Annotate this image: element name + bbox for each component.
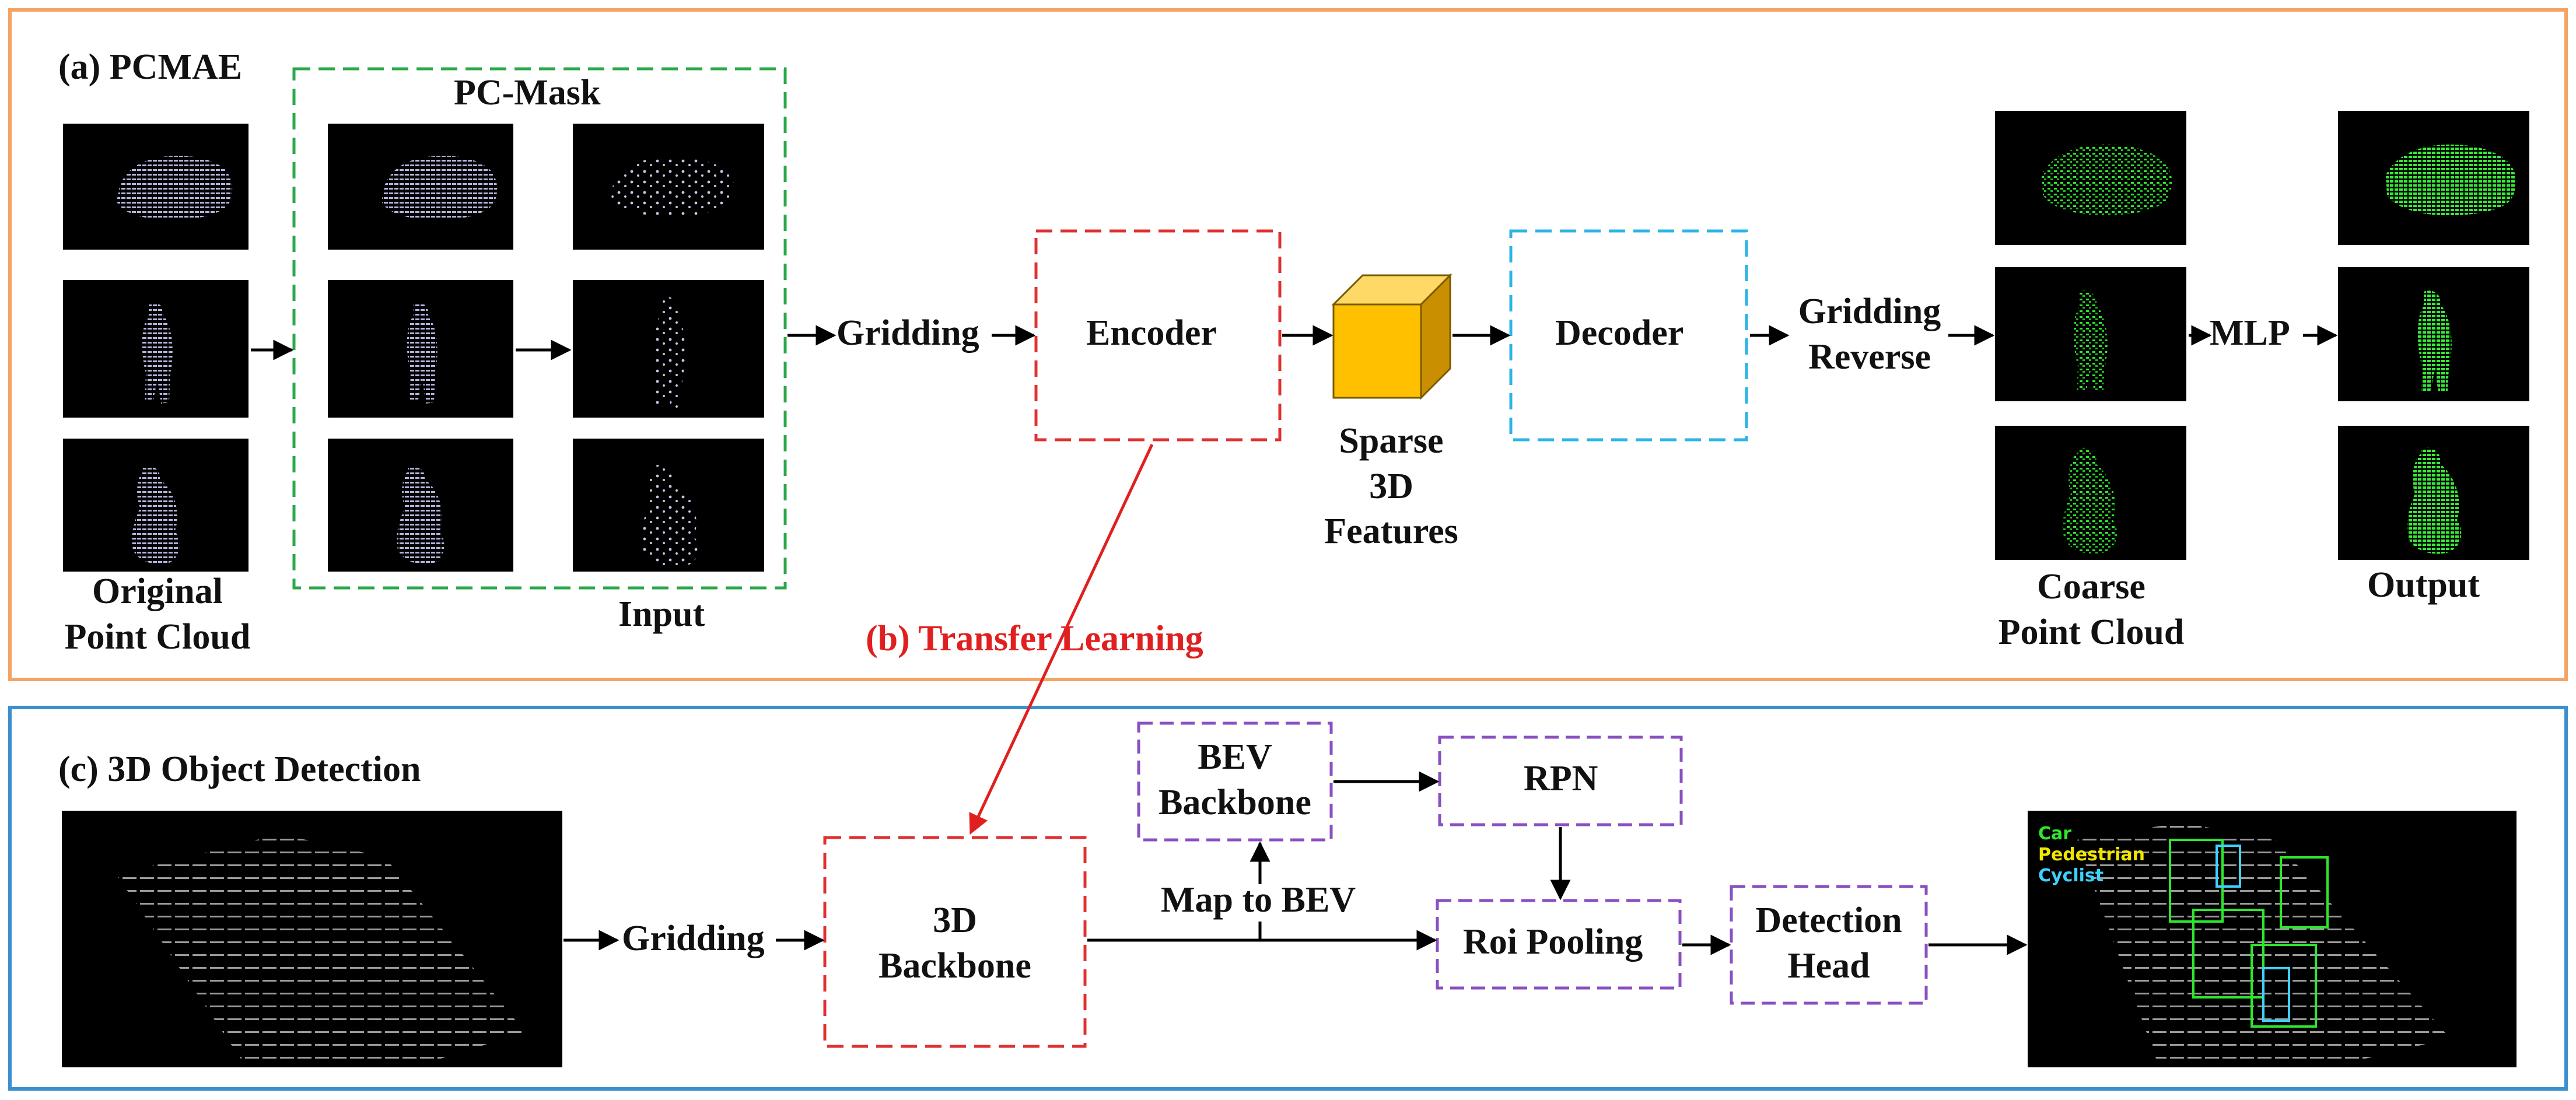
- output-caption: Output: [2367, 565, 2480, 605]
- gridding-reverse-label: Gridding Reverse: [1773, 289, 1966, 380]
- coarse-caption-line2: Point Cloud: [1998, 612, 2185, 652]
- gridding-label-c: Gridding: [622, 919, 765, 958]
- roi-pooling-box: [1436, 899, 1682, 990]
- original-caption: Original Point Cloud: [47, 569, 268, 660]
- encoder-box: [1034, 229, 1282, 442]
- gridding-label-a: Gridding: [836, 313, 979, 353]
- legend-pedestrian: Pedestrian: [2038, 845, 2146, 865]
- gridding-reverse-line1: Gridding: [1798, 292, 1941, 331]
- panel-c-title: (c) 3D Object Detection: [58, 749, 421, 789]
- backbone-3d-line2: Backbone: [878, 945, 1031, 986]
- bev-line1: BEV: [1198, 737, 1272, 777]
- original-caption-line1: Original: [92, 572, 223, 611]
- decoder-label: Decoder: [1555, 313, 1684, 353]
- bev-backbone-label: BEV Backbone: [1139, 735, 1331, 825]
- bev-line2: Backbone: [1158, 782, 1311, 822]
- map-to-bev-label: Map to BEV: [1161, 880, 1356, 920]
- transfer-learning-label: (b) Transfer Learning: [866, 619, 1203, 658]
- coarse-caption-line1: Coarse: [2037, 567, 2146, 607]
- sparse-line3: Features: [1324, 512, 1458, 551]
- panel-3d-object-detection: [8, 706, 2568, 1091]
- pc-mask-title: PC-Mask: [454, 73, 601, 113]
- coarse-caption: Coarse Point Cloud: [1978, 565, 2205, 655]
- input-caption: Input: [618, 594, 705, 634]
- mlp-label: MLP: [2210, 313, 2290, 353]
- panel-a-title: (a) PCMAE: [58, 47, 243, 87]
- backbone-3d-box: [823, 836, 1087, 1048]
- transfer-learning-arrow: [969, 443, 1154, 835]
- roi-pooling-label: Roi Pooling: [1463, 922, 1643, 962]
- legend-car: Car: [2038, 824, 2072, 844]
- rpn-box: [1438, 735, 1683, 826]
- backbone-3d-line1: 3D: [933, 901, 977, 940]
- decoder-box: [1509, 229, 1748, 442]
- backbone-3d-label: 3D Backbone: [825, 898, 1085, 989]
- detection-head-box: [1730, 885, 1928, 1005]
- original-caption-line2: Point Cloud: [64, 616, 251, 657]
- panel-pcmae: [8, 8, 2568, 681]
- pc-mask-group-box: [292, 67, 787, 590]
- sparse-line2: 3D: [1369, 466, 1413, 506]
- detection-boxes: [2169, 839, 2329, 1028]
- encoder-label: Encoder: [1086, 313, 1217, 353]
- sparse-line1: Sparse: [1339, 421, 1444, 461]
- sparse-3d-features-cube: [1331, 273, 1452, 400]
- legend-cyclist: Cyclist: [2038, 866, 2104, 886]
- gridding-reverse-line2: Reverse: [1808, 337, 1931, 377]
- detection-head-label: Detection Head: [1731, 898, 1926, 989]
- sparse-3d-features-label: Sparse 3D Features: [1295, 419, 1488, 555]
- bev-backbone-box: [1137, 721, 1333, 842]
- car-points-original: [117, 156, 233, 220]
- rpn-label: RPN: [1524, 759, 1598, 798]
- det-line2: Head: [1787, 945, 1870, 986]
- det-line1: Detection: [1755, 901, 1902, 940]
